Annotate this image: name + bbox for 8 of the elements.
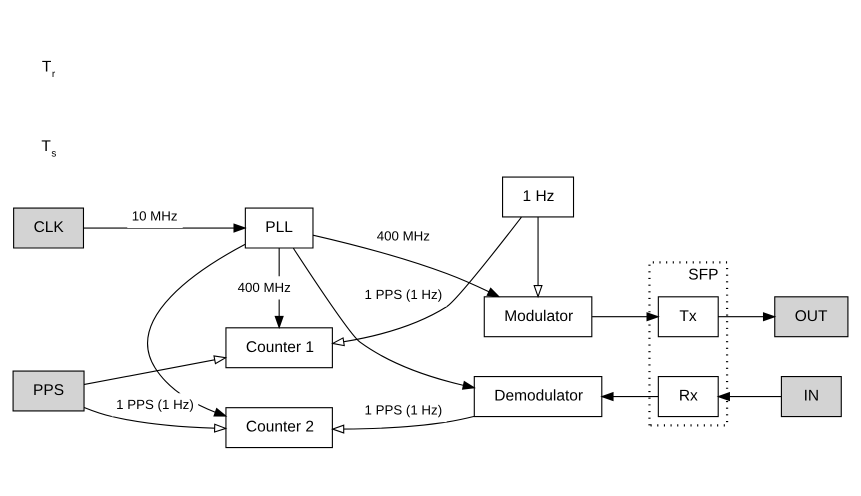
edge-label: 1 PPS (1 Hz) [364, 402, 442, 418]
edge-label: 400 MHz [238, 280, 291, 295]
edge-label: 10 MHz [132, 208, 178, 224]
label: T$_{r}$ [42, 58, 56, 80]
edge-label: 1 PPS (1 Hz) [364, 287, 442, 302]
edge-label: 1 PPS (1 Hz) [116, 396, 194, 412]
label: T$_{s}$ [41, 138, 56, 160]
edge-label: 400 MHz [376, 228, 430, 244]
